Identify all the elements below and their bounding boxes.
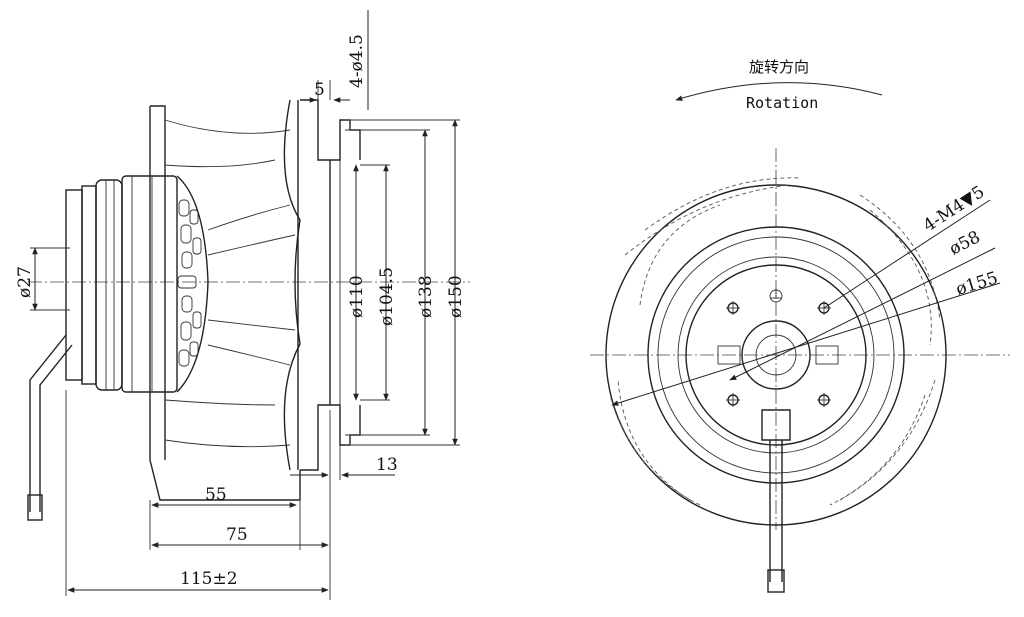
cable-side <box>27 334 73 521</box>
dim-d104-label: ø104.5 <box>377 267 397 326</box>
dim-diameters: ø110 ø104.5 ø138 ø150 <box>345 119 466 446</box>
dim-len55-label: 55 <box>205 485 227 505</box>
rotation-label-cn: 旋转方向 <box>749 58 809 76</box>
dim-d58-label: ø58 <box>946 227 983 259</box>
rotation-indicator: 旋转方向 Rotation <box>675 58 883 112</box>
impeller-blades-front <box>609 177 941 506</box>
dim-len115-label: 115±2 <box>180 569 238 589</box>
motor-hub <box>65 175 209 393</box>
dim-gap: 13 <box>290 410 398 600</box>
dim-hub-label: ø27 <box>15 266 35 298</box>
rotation-label-en: Rotation <box>746 94 818 112</box>
dim-hole-spec: 4-ø4.5 <box>347 10 369 110</box>
dim-d58: ø58 <box>729 227 996 381</box>
side-view: 4-ø4.5 5 ø110 ø104.5 ø138 ø150 <box>15 10 470 600</box>
dim-d150-label: ø150 <box>446 275 466 318</box>
dim-d110-label: ø110 <box>347 275 367 318</box>
dim-flange-thk: 5 <box>300 80 350 103</box>
slot-right <box>815 345 839 365</box>
dim-flange-thk-label: 5 <box>314 80 325 100</box>
dim-len75-label: 75 <box>226 525 248 545</box>
dim-d155: ø155 <box>611 268 1001 406</box>
front-view: 旋转方向 Rotation <box>590 58 1010 593</box>
dim-d138-label: ø138 <box>416 275 436 318</box>
dim-hub: ø27 <box>15 247 70 311</box>
slot-left <box>717 345 741 365</box>
dim-lengths: 55 75 115±2 <box>65 390 329 596</box>
cable-front <box>761 409 791 593</box>
rotor-slots <box>177 199 202 367</box>
ground-symbol-icon <box>769 288 783 303</box>
dim-gap-label: 13 <box>376 455 398 475</box>
dim-thread-label: 4-M4▼5 <box>920 182 988 236</box>
mounting-bolts <box>726 301 831 407</box>
dim-d155-label: ø155 <box>954 268 1001 300</box>
dim-hole-spec-label: 4-ø4.5 <box>347 34 367 88</box>
impeller-blades-side <box>149 99 361 501</box>
